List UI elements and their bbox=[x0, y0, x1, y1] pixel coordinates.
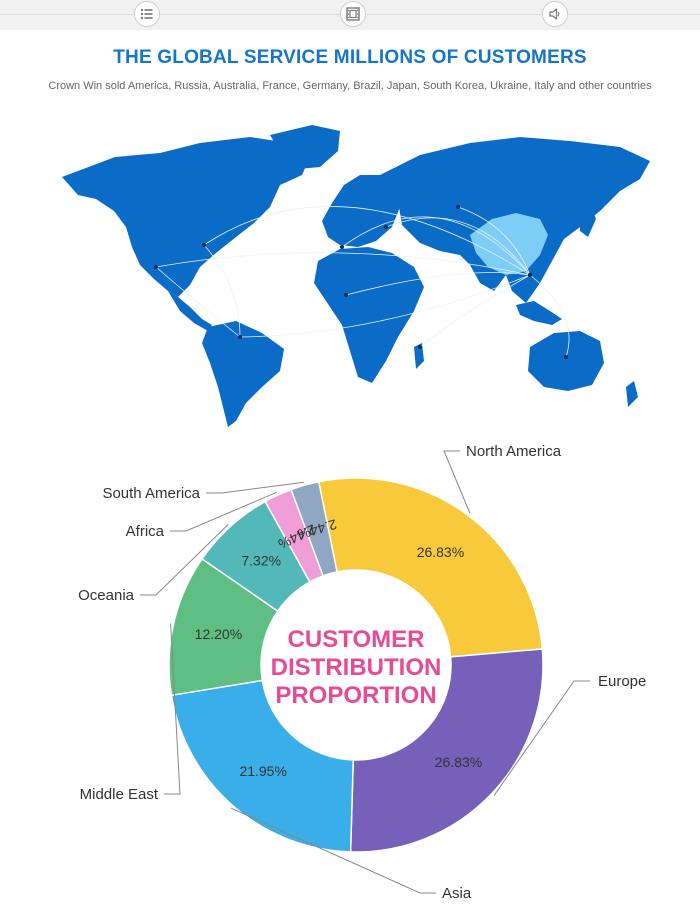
slice-name-label: Europe bbox=[598, 673, 646, 690]
slice-asia bbox=[170, 679, 355, 853]
top-nav-bar bbox=[0, 0, 700, 30]
leader-line bbox=[443, 450, 471, 514]
center-label-line: DISTRIBUTION bbox=[271, 654, 442, 681]
slice-value-label: 21.95% bbox=[239, 763, 286, 779]
customer-donut-chart: 26.83%26.83%21.95%12.20%7.32%2.44%2.44% … bbox=[78, 443, 646, 902]
leader-line bbox=[170, 491, 277, 532]
leader-line bbox=[206, 481, 305, 494]
map-land bbox=[62, 125, 650, 427]
slice-europe bbox=[349, 648, 544, 853]
slice-north-america bbox=[317, 477, 544, 658]
slice-value-label: 12.20% bbox=[195, 626, 242, 642]
slice-name-label: Asia bbox=[442, 885, 472, 902]
slice-south-america bbox=[290, 480, 338, 577]
slice-name-label: South America bbox=[102, 485, 200, 502]
page-title: THE GLOBAL SERVICE MILLIONS OF CUSTOMERS bbox=[113, 47, 587, 68]
slice-value-label: 26.83% bbox=[435, 754, 482, 770]
leader-line bbox=[164, 623, 181, 795]
connection-dots bbox=[154, 205, 568, 359]
china-highlight bbox=[470, 213, 548, 275]
film-icon[interactable] bbox=[340, 1, 366, 27]
list-icon[interactable] bbox=[134, 1, 160, 27]
slice-name-label: North America bbox=[466, 443, 562, 460]
connection-arcs bbox=[155, 206, 570, 358]
slice-name-label: Africa bbox=[126, 523, 165, 540]
slice-name-label: Oceania bbox=[78, 587, 135, 604]
speaker-icon[interactable] bbox=[542, 1, 568, 27]
page-subtitle: Crown Win sold America, Russia, Australi… bbox=[48, 80, 652, 92]
world-map bbox=[62, 125, 650, 427]
slice-value-label: 26.83% bbox=[417, 544, 464, 560]
center-label-line: CUSTOMER bbox=[288, 626, 425, 653]
leader-line bbox=[493, 680, 590, 796]
center-label-line: PROPORTION bbox=[275, 682, 436, 709]
slice-value-label: 7.32% bbox=[241, 553, 281, 569]
leader-line bbox=[230, 807, 436, 894]
slice-name-label: Middle East bbox=[80, 786, 159, 803]
leader-line bbox=[140, 523, 229, 596]
